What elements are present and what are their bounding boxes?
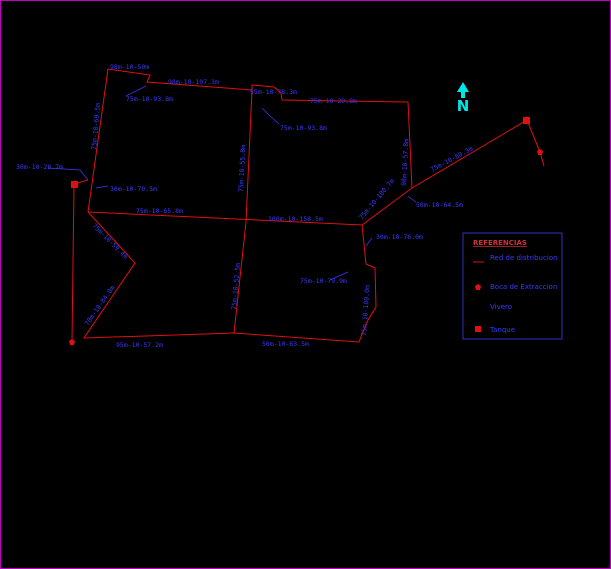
segment-label: 75m-10-59.4m [91, 222, 130, 261]
segment-label: 75m-10-80.3m [429, 145, 474, 174]
pentagon-marker-icon [475, 284, 481, 290]
legend-item-tank: Tanque [489, 326, 515, 334]
leader-line [365, 237, 373, 247]
segment-label: 75m-10-79.9m [300, 277, 347, 285]
segment-label: 100m-10-158.5m [268, 215, 323, 223]
segment-label: 75m-10-52.5m [230, 263, 242, 311]
segment-label: 75m-10-93.8m [126, 95, 173, 103]
leader-line [407, 195, 417, 203]
segment-label: 75m-10-100.0m [360, 285, 372, 336]
segment-label: 50m-10-63.5m [262, 340, 309, 348]
north-label: N [457, 97, 470, 115]
segment-label: 98m-10-107.3m [168, 78, 219, 86]
segment-label: 30m-10-28.7m [16, 163, 63, 171]
network-vertical-line-1 [233, 89, 253, 334]
leader-line [47, 167, 89, 181]
segment-label: 75m-10-65.8m [136, 207, 183, 215]
legend: REFERENCIAS Red de distribucion Boca de … [462, 232, 563, 340]
segment-label: 30m-10-70.5m [110, 185, 157, 193]
network-main-trunk [83, 68, 413, 343]
tank-marker-west [71, 181, 78, 188]
extraction-point-east [537, 149, 543, 155]
segment-label: 75m-10-100.7m [357, 177, 396, 221]
segment-label: 75m-10-29.8m [310, 97, 357, 105]
tank-marker-east [523, 117, 530, 124]
extraction-point-southwest [69, 339, 75, 345]
legend-title: REFERENCIAS [473, 239, 527, 247]
segment-label: 98m-10-50m [110, 63, 149, 71]
legend-item-network: Red de distribucion [490, 254, 558, 262]
segment-label: 95m-10-57.2m [116, 341, 163, 349]
segment-label: 98m-10-57.8m [400, 139, 410, 186]
leader-line [329, 271, 349, 281]
segment-label: 30m-10-76.0m [376, 233, 423, 241]
leader-line [95, 185, 109, 189]
network-cross-line-1 [87, 211, 363, 226]
north-arrow-icon: N [457, 82, 470, 115]
segment-label: 75m-10-55.8m [237, 145, 247, 192]
leader-line [125, 85, 147, 97]
square-marker-icon [475, 326, 481, 332]
segment-label: 70m-10-84.0m [83, 284, 117, 327]
legend-item-nursery: Vivero [490, 303, 512, 311]
segment-label: 55m-10-78.3m [250, 88, 297, 96]
legend-item-extraction: Boca de Extraccion [490, 283, 557, 291]
segment-label: 75m-10-93.8m [280, 124, 327, 132]
network-outer-boundary [107, 68, 541, 189]
leader-line [261, 107, 280, 125]
segment-label: 50m-10-64.5m [416, 201, 463, 209]
